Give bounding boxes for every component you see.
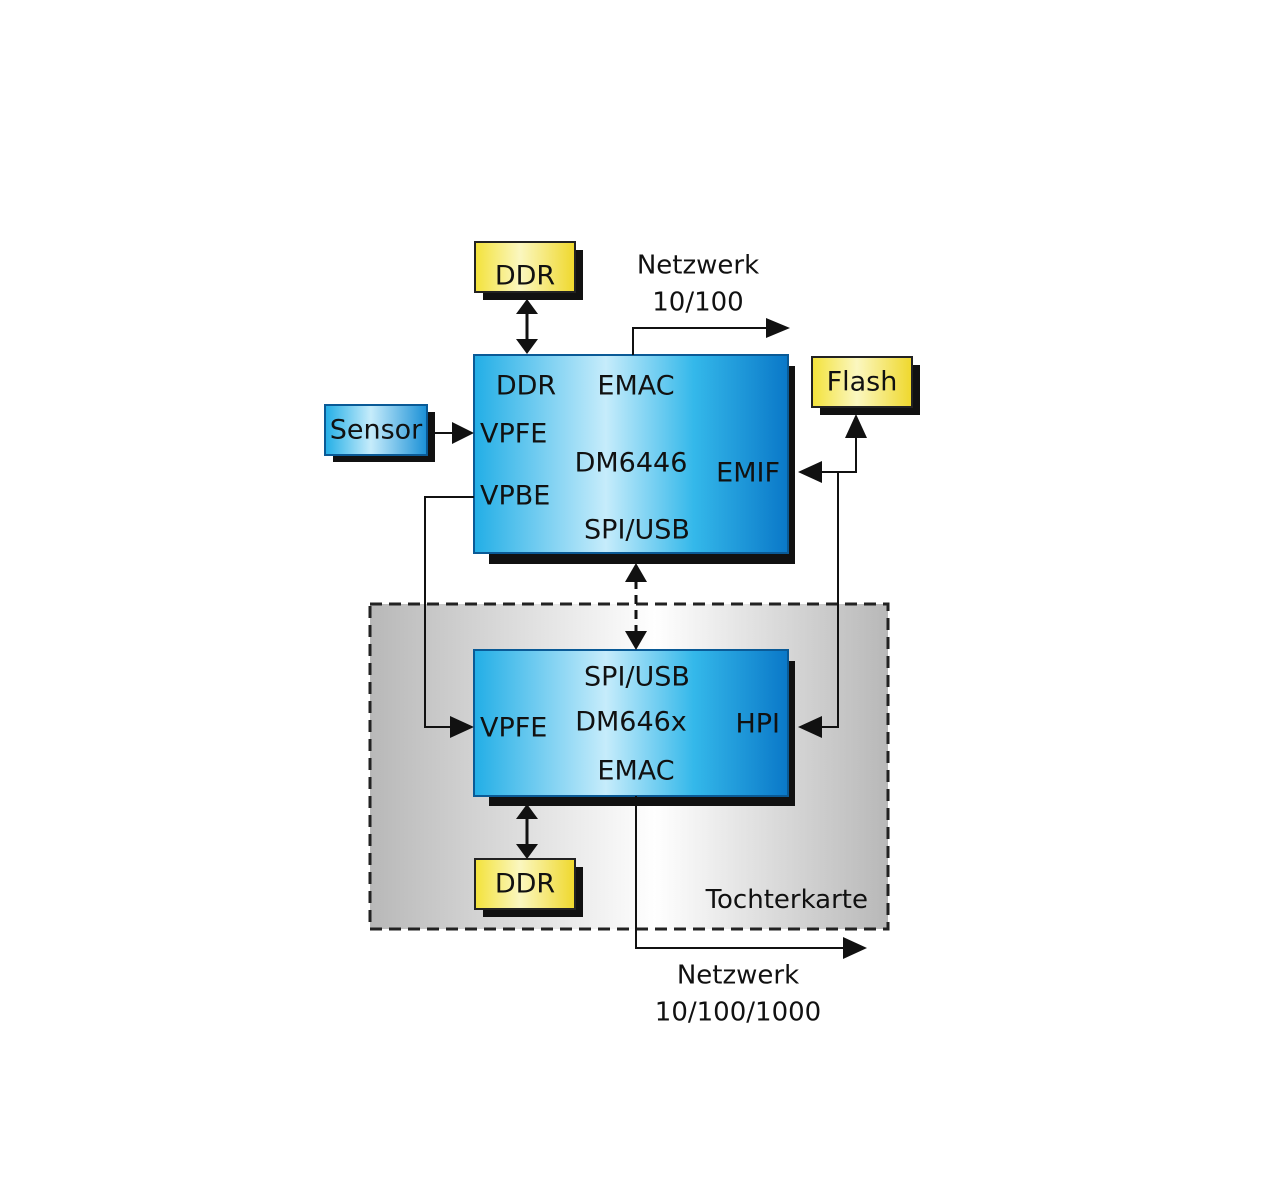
top-chip-name: DM6446	[575, 448, 688, 479]
chip-dm6446: DDR EMAC VPFE DM6446 EMIF VPBE SPI/USB	[473, 354, 795, 564]
top-chip-emif-port: EMIF	[716, 458, 780, 489]
sensor-label: Sensor	[330, 415, 423, 446]
network-top-label: Netzwerk 10/100	[637, 251, 759, 318]
network-top-arrow	[632, 318, 790, 355]
ddr-top-bidirectional-arrow	[516, 299, 538, 354]
ddr-memory-bottom-label: DDR	[495, 869, 555, 900]
ddr-memory-top: DDR	[474, 241, 583, 300]
daughter-card-label: Tochterkarte	[705, 885, 868, 915]
network-bottom-arrow	[635, 796, 867, 959]
bottom-chip-vpfe-port: VPFE	[480, 713, 547, 744]
network-top-label-line1: Netzwerk	[637, 251, 759, 281]
network-top-label-line2: 10/100	[652, 288, 743, 318]
network-bottom-label: Netzwerk 10/100/1000	[655, 961, 821, 1028]
ddr-memory-bottom: DDR	[474, 858, 583, 917]
bottom-chip-name: DM646x	[575, 707, 687, 738]
flash-memory: Flash	[811, 356, 920, 415]
top-chip-vpfe-port: VPFE	[480, 419, 547, 450]
sensor-to-vpfe-arrow	[435, 422, 474, 444]
top-chip-ddr-port: DDR	[496, 371, 556, 402]
top-chip-spi-usb-port: SPI/USB	[584, 515, 690, 546]
ddr-memory-top-label: DDR	[495, 261, 555, 292]
bottom-chip-emac-port: EMAC	[597, 756, 674, 787]
spi-usb-bidirectional-arrow	[625, 563, 647, 650]
network-bottom-label-line1: Netzwerk	[677, 961, 799, 991]
flash-label: Flash	[827, 367, 898, 398]
bottom-chip-spi-usb-port: SPI/USB	[584, 662, 690, 693]
chip-dm646x: SPI/USB DM646x VPFE HPI EMAC	[473, 649, 795, 806]
sensor-block: Sensor	[324, 404, 435, 462]
flash-emif-hpi-bus	[798, 414, 867, 738]
network-bottom-label-line2: 10/100/1000	[655, 998, 821, 1028]
vpbe-to-vpfe-arrow	[424, 496, 474, 738]
ddr-bottom-bidirectional-arrow	[516, 804, 538, 859]
top-chip-vpbe-port: VPBE	[480, 481, 550, 512]
top-chip-emac-port: EMAC	[597, 371, 674, 402]
bottom-chip-hpi-port: HPI	[735, 709, 780, 740]
